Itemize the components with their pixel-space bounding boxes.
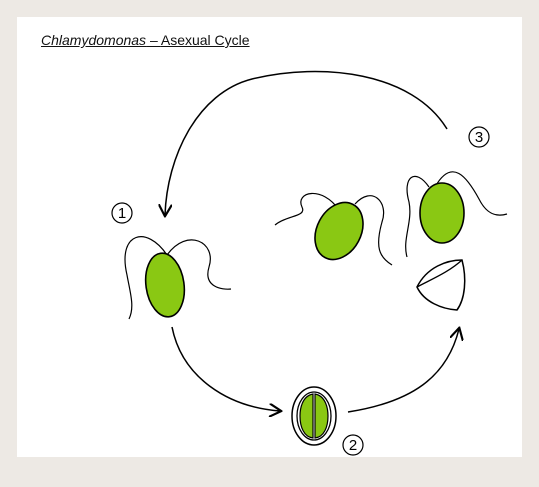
stage-3-daughter-cell-left: [275, 193, 392, 267]
stage-3-label: 3: [469, 127, 489, 147]
stage-2-label: 2: [343, 435, 363, 455]
arrow-stage2-to-stage3: [348, 329, 459, 412]
stage-1-number: 1: [118, 205, 126, 222]
stage-3-empty-cell-wall: [417, 260, 465, 310]
stage-2-number: 2: [349, 437, 357, 454]
asexual-cycle-diagram: 1 2 3: [17, 17, 522, 457]
arrow-stage3-to-stage1: [165, 72, 447, 215]
stage-3-daughter-cell-right: [406, 172, 507, 257]
stage-1-label: 1: [112, 203, 132, 223]
stage-3-number: 3: [475, 129, 483, 146]
stage-2-sporangium: [292, 387, 336, 445]
stage-1-cell: [125, 237, 231, 320]
arrow-stage1-to-stage2: [172, 327, 280, 411]
diagram-page: Chlamydomonas – Asexual Cycle 1: [17, 17, 522, 457]
